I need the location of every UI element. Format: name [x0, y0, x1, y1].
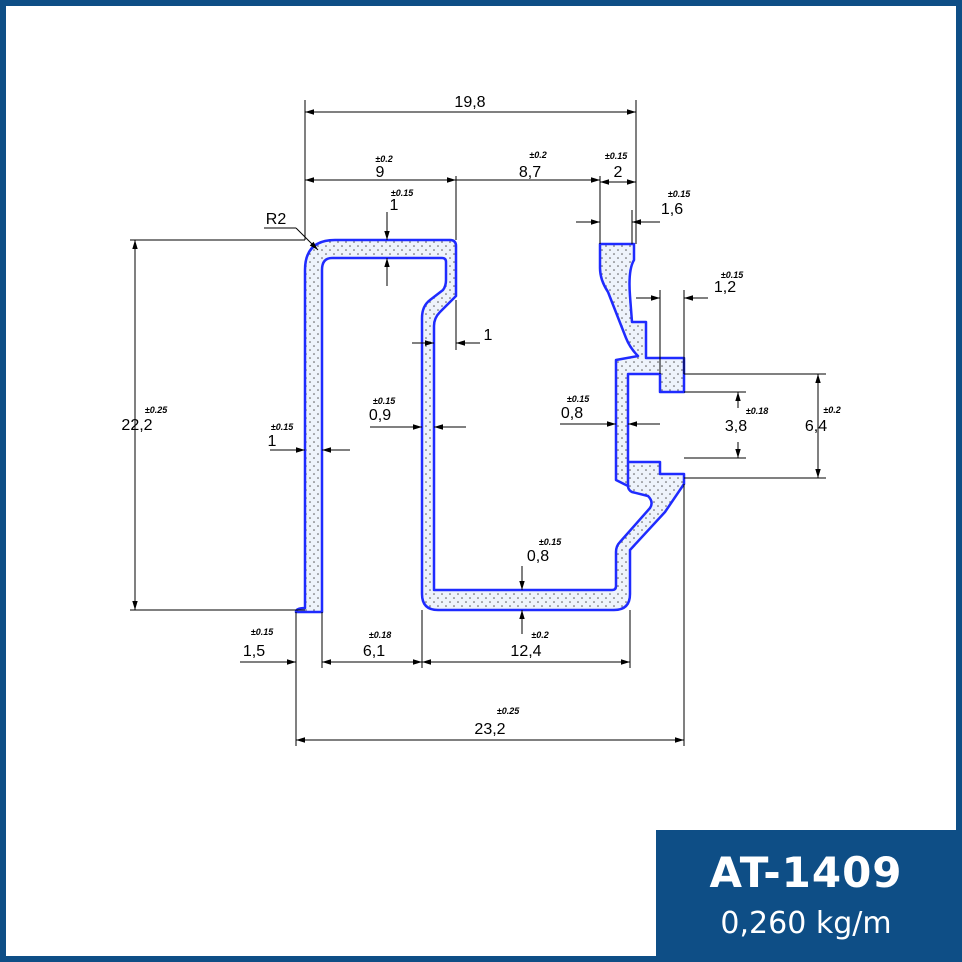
- tol-right-wall: ±0.15: [567, 394, 590, 404]
- product-badge: AT-1409 0,260 kg/m: [656, 830, 956, 956]
- tol-left-wall: ±0.15: [271, 422, 294, 432]
- tol-height: ±0.25: [145, 405, 168, 415]
- tol-teeth: ±0.15: [721, 270, 744, 280]
- profile-outline: [294, 238, 686, 614]
- dim-teeth: 1,2: [714, 279, 736, 296]
- dim-left-wall: 1: [268, 433, 277, 450]
- dim-slot-outer: 6,4: [805, 418, 827, 435]
- product-code: AT-1409: [709, 848, 903, 897]
- tol-top-left: ±0.2: [375, 154, 392, 164]
- dim-top-mid: 8,7: [519, 164, 541, 181]
- dim-bottom-right: 12,4: [510, 643, 541, 660]
- tol-bottom-left: ±0.15: [251, 627, 274, 637]
- tol-lip-right: ±0.15: [668, 189, 691, 199]
- dim-bottom-mid: 6,1: [363, 643, 385, 660]
- tol-total-bottom: ±0.25: [497, 706, 520, 716]
- dim-top-right: 2: [614, 164, 623, 181]
- dim-height: 22,2: [121, 417, 152, 434]
- dim-total-top: 19,8: [454, 94, 485, 111]
- dim-inner-wall: 1: [484, 327, 493, 344]
- dim-top-left: 9: [376, 164, 385, 181]
- dim-radius: R2: [266, 211, 287, 228]
- tol-top-mid: ±0.2: [529, 150, 546, 160]
- dim-mid-wall: 0,9: [369, 407, 391, 424]
- product-weight: 0,260 kg/m: [720, 906, 892, 941]
- tol-mid-wall: ±0.15: [373, 396, 396, 406]
- dim-total-bottom: 23,2: [474, 721, 505, 738]
- tol-top-right: ±0.15: [605, 151, 628, 161]
- tol-bottom-mid: ±0.18: [369, 630, 391, 640]
- tol-slot-outer: ±0.2: [823, 405, 840, 415]
- dim-top-lip: 1: [390, 197, 399, 214]
- dim-bottom-wall: 0,8: [527, 548, 549, 565]
- dim-lip-right: 1,6: [661, 201, 683, 218]
- tol-bottom-wall: ±0.15: [539, 537, 562, 547]
- tol-top-lip: ±0.15: [391, 188, 414, 198]
- dim-slot: 3,8: [725, 418, 747, 435]
- dim-bottom-left: 1,5: [243, 643, 265, 660]
- dim-right-wall: 0,8: [561, 405, 583, 422]
- tol-slot: ±0.18: [746, 406, 768, 416]
- tol-bottom-right: ±0.2: [531, 630, 548, 640]
